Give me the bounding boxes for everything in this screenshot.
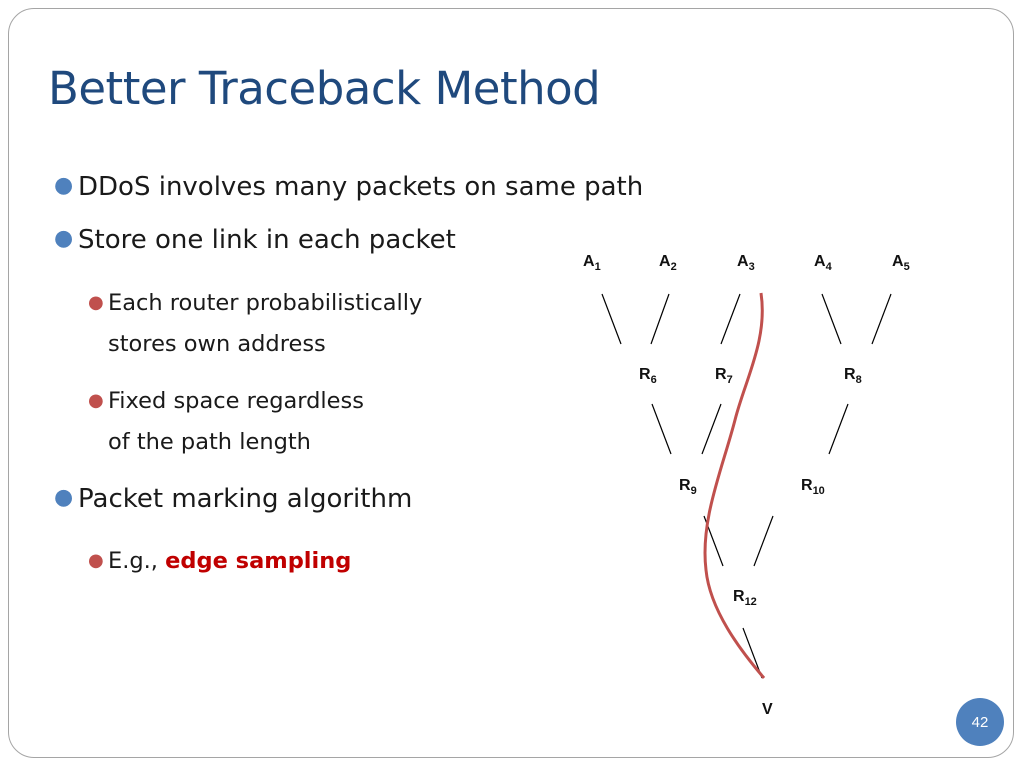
subbullet-dot-icon: ●	[88, 550, 104, 571]
node-a4: A4	[814, 253, 833, 273]
link-a4-r8	[821, 293, 842, 345]
bullet-dot-icon: ●	[54, 173, 74, 198]
node-r10: R10	[801, 477, 825, 497]
page-number-badge: 42	[956, 698, 1004, 746]
link-a5-r8	[871, 293, 892, 345]
subbullet-dot-icon: ●	[88, 292, 104, 313]
link-r7-r9	[701, 403, 722, 455]
node-a3: A3	[737, 253, 755, 273]
link-a1-r6	[601, 293, 622, 345]
link-r8-r10	[828, 403, 849, 455]
edge-sampling-highlight: edge sampling	[165, 548, 352, 574]
bullet-ddos: ●DDoS involves many packets on same path	[54, 172, 644, 202]
node-r12: R12	[733, 588, 757, 608]
node-a5: A5	[892, 253, 910, 273]
slide-title: Better Traceback Method	[48, 62, 601, 115]
node-r8: R8	[844, 366, 862, 386]
link-a3-r7	[720, 293, 741, 345]
bullet-dot-icon: ●	[54, 485, 74, 510]
node-r7: R7	[715, 366, 733, 386]
node-a1: A1	[583, 253, 601, 273]
subbullet-fixed-space: ●Fixed space regardless of the path leng…	[88, 380, 364, 463]
bullet-dot-icon: ●	[54, 226, 74, 251]
node-r6: R6	[639, 366, 657, 386]
link-a2-r6	[650, 293, 670, 345]
tree-links	[601, 293, 892, 679]
node-r9: R9	[679, 477, 697, 497]
subbullet-router: ●Each router probabilistically stores ow…	[88, 282, 422, 365]
bullet-packet-marking: ●Packet marking algorithm	[54, 484, 413, 514]
bullet-store-link: ●Store one link in each packet	[54, 225, 456, 255]
subbullet-edge-sampling: ●E.g., edge sampling	[88, 540, 351, 582]
attack-path-curve	[703, 292, 766, 679]
link-r10-r12	[753, 515, 774, 567]
node-v: V	[762, 701, 773, 718]
link-r6-r9	[651, 403, 672, 455]
node-a2: A2	[659, 253, 677, 273]
subbullet-dot-icon: ●	[88, 390, 104, 411]
slide-frame	[8, 8, 1014, 758]
